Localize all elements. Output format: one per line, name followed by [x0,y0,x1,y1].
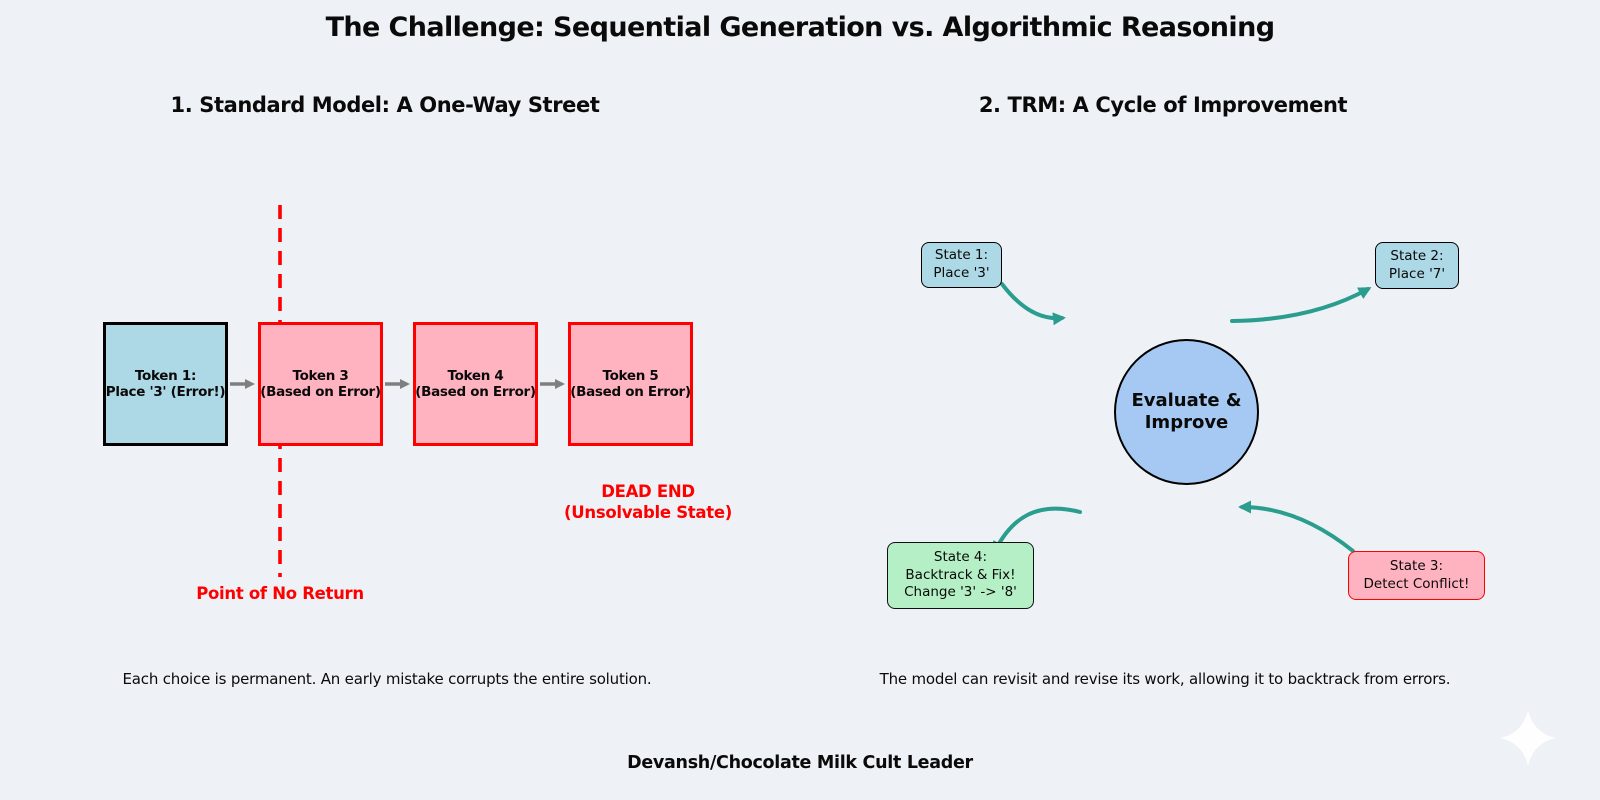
dead-end-line2: (Unsolvable State) [564,503,732,523]
cycle-arrow-state1-to-center [1000,282,1066,326]
state-box-1-line1: State 1: [934,247,989,264]
token-box-4-line2: (Based on Error) [415,384,536,400]
token-box-4: Token 4 (Based on Error) [413,322,538,446]
cycle-arrow-center-to-state2 [1230,287,1372,323]
state-box-4-line2: Backtrack & Fix! [905,566,1016,583]
evaluate-improve-line2: Improve [1144,412,1229,433]
state-box-3-line2: Detect Conflict! [1363,575,1470,592]
state-box-3-line1: State 3: [1389,557,1444,574]
token-box-1-line2: Place '3' (Error!) [105,384,226,400]
left-panel-caption: Each choice is permanent. An early mista… [122,670,652,688]
token-box-5: Token 5 (Based on Error) [568,322,693,446]
cycle-arrow-state3-to-center [1238,500,1355,553]
state-box-1-line2: Place '3' [933,265,990,281]
state-box-4: State 4: Backtrack & Fix! Change '3' -> … [887,542,1034,609]
state-box-2-line1: State 2: [1390,247,1444,264]
right-panel-caption: The model can revisit and revise its wor… [879,670,1451,688]
token-box-5-line1: Token 5 [602,367,659,384]
evaluate-improve-circle: Evaluate & Improve [1114,339,1259,485]
state-box-4-line3: Change '3' -> '8' [904,584,1017,601]
right-panel-subtitle: 2. TRM: A Cycle of Improvement [978,93,1348,117]
state-box-1: State 1: Place '3' [921,242,1002,288]
footer-credit: Devansh/Chocolate Milk Cult Leader [627,753,973,773]
token-box-3-line2: (Based on Error) [260,384,381,400]
token-box-5-line2: (Based on Error) [570,384,691,400]
state-box-4-line1: State 4: [933,549,988,566]
state-box-2-line2: Place '7' [1388,265,1446,282]
left-panel-subtitle: 1. Standard Model: A One-Way Street [170,93,600,117]
token-box-3: Token 3 (Based on Error) [258,322,383,446]
token-box-3-line1: Token 3 [292,367,349,384]
state-box-2: State 2: Place '7' [1375,242,1459,289]
token-box-4-line1: Token 4 [447,367,504,384]
state-box-3: State 3: Detect Conflict! [1348,551,1485,600]
dead-end-line1: DEAD END [601,482,695,501]
point-of-no-return-label: Point of No Return [196,584,364,603]
page-title: The Challenge: Sequential Generation vs.… [325,12,1275,43]
token-box-1-line1: Token 1: [134,367,197,384]
dead-end-label: DEAD END (Unsolvable State) [498,481,798,524]
evaluate-improve-line1: Evaluate & [1131,389,1242,411]
token-box-1: Token 1: Place '3' (Error!) [103,322,228,446]
